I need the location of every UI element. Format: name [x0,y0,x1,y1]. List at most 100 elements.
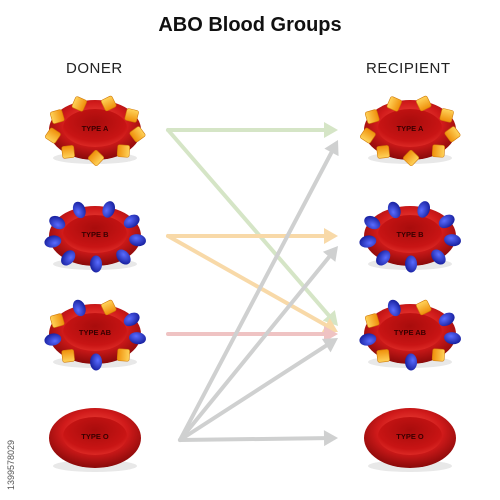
cell-type-label: TYPE O [81,432,109,441]
arrow-b-to-ab [166,234,338,333]
cell-type-label: TYPE B [396,230,424,239]
cell-type-label: TYPE AB [79,328,112,337]
antigen-a-marker [444,126,461,143]
antigen-b-marker [431,249,446,265]
antigen-b-marker [438,214,455,229]
antigen-a-marker [376,145,390,159]
antigen-b-marker [90,353,103,371]
cell-center [378,109,442,147]
antigen-a-marker [439,108,454,123]
antigen-b-marker [61,250,76,266]
arrow-head [324,122,338,138]
antigen-b-marker [364,215,381,230]
arrow-a-to-a [166,122,338,138]
antigen-a-marker [364,313,380,328]
antigen-a-marker [101,299,117,316]
recipient-cell-type-ab: TYPE AB [359,299,461,371]
arrow-b-to-b [166,228,338,244]
donor-cell-type-ab: TYPE AB [44,299,146,371]
antigen-b-marker [387,201,401,219]
antigen-b-marker [72,299,86,317]
arrow-head [323,430,338,447]
cells-layer: TYPE A TYPE B TYPE AB TYPE O TYPE A TYPE B TYP… [44,95,461,472]
antigen-a-marker [101,95,117,112]
recipient-cell-type-a: TYPE A [360,95,461,166]
arrow-head [324,140,339,157]
antigen-a-marker [129,126,146,143]
antigen-a-marker [431,144,445,158]
antigen-b-marker [116,249,131,265]
antigen-b-marker [387,299,401,317]
arrow-ab-to-ab [166,326,338,342]
cell-center [63,417,127,455]
antigen-b-marker [129,332,146,345]
arrow-shaft [166,234,328,328]
antigen-a-marker [124,108,139,123]
antigen-b-marker [123,312,140,327]
antigen-a-marker [61,145,75,159]
donor-cell-type-o: TYPE O [49,408,141,472]
arrow-shaft [178,436,327,442]
arrow-head [321,338,338,353]
arrow-o-to-a [178,140,339,442]
antigen-b-marker [90,255,103,273]
arrow-shaft [178,254,332,442]
recipient-cell-type-b: TYPE B [359,201,461,273]
arrow-shaft [178,150,334,442]
antigen-b-marker [438,312,455,327]
cell-center [378,417,442,455]
donor-cell-type-a: TYPE A [45,95,146,166]
antigen-b-marker [49,215,66,230]
donor-cell-type-b: TYPE B [44,201,146,273]
antigen-a-marker [116,144,130,158]
arrow-o-to-ab [178,338,338,442]
antigen-b-marker [405,255,418,273]
cell-type-label: TYPE AB [394,328,427,337]
antigen-a-marker [360,127,376,144]
antigen-a-marker [416,299,432,316]
arrow-head [322,310,338,326]
cell-type-label: TYPE O [396,432,424,441]
arrows-layer [166,122,339,447]
cell-type-label: TYPE B [81,230,109,239]
cell-center [378,313,442,351]
cell-type-label: TYPE A [397,124,424,133]
antigen-b-marker [444,332,461,345]
watermark: 1399578029 [6,390,18,490]
cell-center [63,215,127,253]
watermark-text: 1399578029 [6,439,16,490]
antigen-b-marker [44,333,62,346]
arrow-a-to-ab [166,128,338,326]
antigen-a-marker [416,95,432,112]
arrow-head [324,326,338,342]
arrow-o-to-o [178,430,338,447]
cell-center [63,313,127,351]
antigen-b-marker [44,235,62,248]
antigen-a-marker [364,109,380,124]
arrow-head [322,246,338,262]
antigen-b-marker [417,201,431,218]
antigen-a-marker [49,109,65,124]
arrow-shaft [178,343,329,442]
recipient-column-label: RECIPIENT [366,60,451,77]
antigen-a-marker [49,313,65,328]
antigen-b-marker [72,201,86,219]
cell-center [63,109,127,147]
antigen-b-marker [359,333,377,346]
diagram-title: ABO Blood Groups [158,14,342,36]
cell-type-label: TYPE A [82,124,109,133]
antigen-a-marker [431,348,445,362]
donor-column-label: DONER [66,60,123,77]
recipient-cell-type-o: TYPE O [364,408,456,472]
antigen-a-marker [88,150,105,166]
antigen-b-marker [444,234,461,247]
arrow-o-to-b [178,246,338,442]
arrow-head [324,228,338,244]
antigen-b-marker [359,235,377,248]
antigen-a-marker [71,96,87,112]
antigen-b-marker [129,234,146,247]
antigen-b-marker [123,214,140,229]
antigen-a-marker [61,349,75,363]
